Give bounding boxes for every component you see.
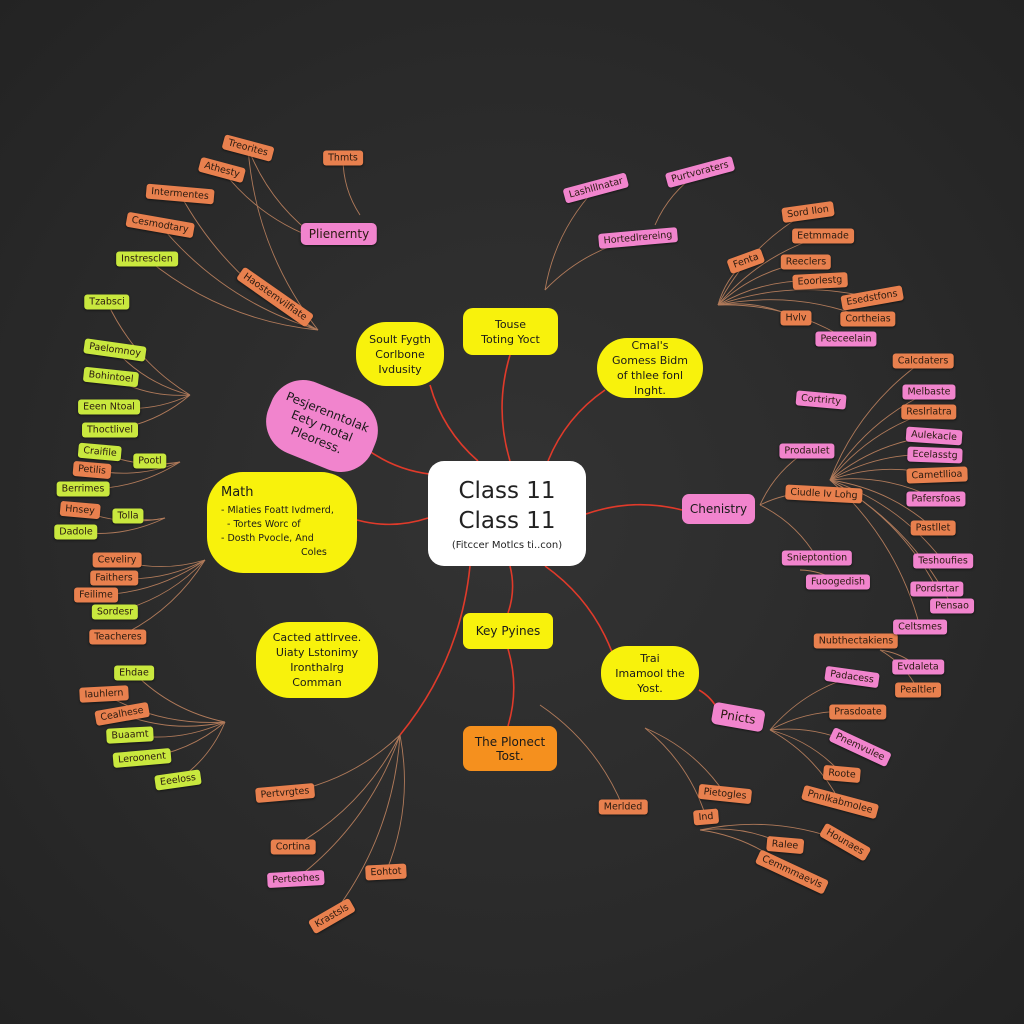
branch-top[interactable]: Touse Toting Yoct <box>463 308 558 355</box>
central-subtitle: (Fitccer Motlcs ti..con) <box>451 540 563 551</box>
leaf-connector <box>295 734 401 880</box>
leaf-node[interactable]: Prasdoate <box>829 704 887 720</box>
leaf-connector <box>829 479 944 562</box>
leaf-connector <box>644 727 707 818</box>
leaf-node[interactable]: Reeclers <box>780 254 832 270</box>
central-title-2: Class 11 <box>458 508 556 534</box>
leaf-node[interactable]: Pastllet <box>910 520 956 536</box>
leaf-connector <box>644 727 726 795</box>
leaf-connector <box>159 224 319 331</box>
leaf-node[interactable]: Thoctlivel <box>82 422 138 438</box>
math-item: - Dosth Pvocle, And <box>221 533 314 544</box>
leaf-node[interactable]: Cortheias <box>840 311 896 327</box>
main-connector <box>429 384 479 462</box>
leaf-node[interactable]: Eohtot <box>365 863 407 881</box>
main-connector <box>399 565 471 736</box>
branch-bottom-right[interactable]: Trai Imamool the Yost. <box>601 646 699 700</box>
leaf-node[interactable]: Plienernty <box>300 223 378 245</box>
leaf-node[interactable]: Instresclen <box>116 251 178 267</box>
leaf-node[interactable]: Teacheres <box>89 629 147 645</box>
leaf-node[interactable]: Thmts <box>323 150 363 166</box>
leaf-node[interactable]: Ecelasstg <box>907 446 963 464</box>
leaf-connector <box>146 258 319 331</box>
leaf-node[interactable]: Ralee <box>766 835 804 855</box>
main-connector <box>507 648 515 727</box>
leaf-node[interactable]: Roote <box>822 764 862 784</box>
leaf-node[interactable]: Merlded <box>598 799 648 815</box>
main-connector <box>356 517 429 526</box>
leaf-connector <box>133 672 226 723</box>
leaf-node[interactable]: Reslrlatra <box>901 404 957 420</box>
branch-chemistry[interactable]: Chenistry <box>682 494 755 524</box>
math-item: - Tortes Worc of <box>227 519 301 530</box>
main-connector <box>501 354 511 462</box>
leaf-node[interactable]: Sordesr <box>91 604 139 620</box>
main-connector <box>544 565 613 653</box>
branch-project[interactable]: The Plonect Tost. <box>463 726 557 771</box>
leaf-node[interactable]: Snieptontion <box>781 550 853 566</box>
leaf-node[interactable]: Pootl <box>133 453 167 469</box>
branch-top-right[interactable]: Cmal's Gomess Bidm of thlee fonl lnght. <box>597 338 703 398</box>
leaf-node[interactable]: Eetmmade <box>792 228 854 244</box>
leaf-node[interactable]: Calcdaters <box>892 353 954 369</box>
leaf-connector <box>539 704 624 808</box>
leaf-node[interactable]: Petilis <box>72 460 112 480</box>
leaf-node[interactable]: Cametllioa <box>906 466 968 484</box>
leaf-node[interactable]: Perteohes <box>266 870 326 888</box>
leaf-node[interactable]: Ceveliry <box>92 552 142 568</box>
leaf-connector <box>829 479 934 529</box>
branch-top-left[interactable]: Soult Fygth Corlbone Ivdusity <box>356 322 444 386</box>
leaf-node[interactable]: Ind <box>692 808 720 826</box>
main-connector <box>585 503 683 515</box>
branch-math[interactable]: Math - Mlaties Foatt Ivdmerd, - Tortes W… <box>207 472 357 573</box>
leaf-connector <box>331 734 401 917</box>
math-item: Coles <box>301 547 327 558</box>
leaf-node[interactable]: Berrimes <box>56 481 110 497</box>
leaf-node[interactable]: Eeen Ntoal <box>78 399 140 415</box>
leaf-node[interactable]: Melbaste <box>902 384 956 400</box>
leaf-node[interactable]: Iauhlern <box>79 685 129 703</box>
leaf-node[interactable]: Prodaulet <box>779 443 835 459</box>
leaf-node[interactable]: Evdaleta <box>892 659 944 675</box>
leaf-node[interactable]: Buaamt <box>106 726 154 744</box>
main-connector <box>507 565 514 614</box>
leaf-node[interactable]: Ehdae <box>114 665 154 681</box>
leaf-node[interactable]: Tzabsci <box>84 294 130 310</box>
leaf-node[interactable]: Pealtler <box>895 682 941 698</box>
math-item: - Mlaties Foatt Ivdmerd, <box>221 505 334 516</box>
leaf-node[interactable]: Dadole <box>54 524 98 540</box>
central-node[interactable]: Class 11 Class 11 (Fitccer Motlcs ti..co… <box>428 461 586 566</box>
leaf-node[interactable]: Eoorlestg <box>792 272 848 290</box>
leaf-node[interactable]: Nubthectakiens <box>813 633 899 649</box>
main-connector <box>547 389 606 462</box>
branch-key[interactable]: Key Pyines <box>463 613 553 649</box>
leaf-node[interactable]: Celtsmes <box>893 619 947 635</box>
leaf-node[interactable]: Teshoufies <box>913 553 973 569</box>
branch-bottom-left[interactable]: Cacted attlrvee. Uiaty Lstonimy Ironthal… <box>256 622 378 698</box>
leaf-connector <box>769 676 853 731</box>
leaf-node[interactable]: Cortina <box>270 839 316 855</box>
leaf-node[interactable]: Tolla <box>112 508 144 524</box>
leaf-connector <box>342 157 361 216</box>
leaf-connector <box>829 360 924 481</box>
leaf-connector <box>385 734 405 873</box>
leaf-node[interactable]: Feilime <box>74 587 118 603</box>
leaf-node[interactable]: Pafersfoas <box>906 491 966 507</box>
central-title-1: Class 11 <box>458 478 556 504</box>
leaf-node[interactable]: Pordsrtar <box>910 581 964 597</box>
leaf-node[interactable]: Peeceelain <box>815 331 877 347</box>
leaf-node[interactable]: Fuoogedish <box>805 574 871 590</box>
math-title: Math <box>221 485 254 500</box>
leaf-node[interactable]: Hvlv <box>780 310 812 326</box>
leaf-connector <box>544 187 597 291</box>
leaf-node[interactable]: Pensao <box>930 598 974 614</box>
leaf-node[interactable]: Faithers <box>90 570 138 586</box>
leaf-connector <box>292 734 401 848</box>
